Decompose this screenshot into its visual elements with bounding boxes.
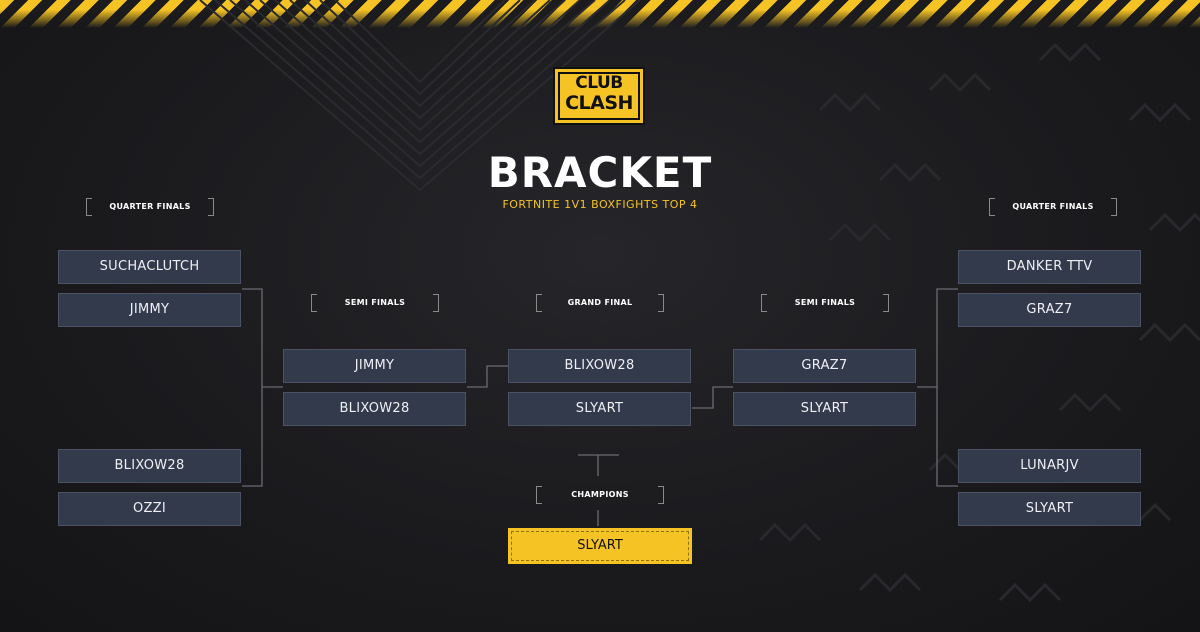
hazard-stripe-banner: [0, 0, 1200, 28]
page-subtitle: FORTNITE 1V1 BOXFIGHTS TOP 4: [502, 198, 698, 211]
label-champions: CHAMPIONS: [536, 486, 664, 504]
grand-final-slot-1[interactable]: BLIXOW28: [508, 349, 691, 383]
left-semi-slot-1[interactable]: JIMMY: [283, 349, 466, 383]
left-quarter-slot-2[interactable]: JIMMY: [58, 293, 241, 327]
club-clash-logo: CLUB CLASH: [553, 67, 645, 125]
right-semi-slot-2[interactable]: SLYART: [733, 392, 916, 426]
page-title: BRACKET: [487, 148, 713, 197]
left-quarter-slot-3[interactable]: BLIXOW28: [58, 449, 241, 483]
grand-final-slot-2[interactable]: SLYART: [508, 392, 691, 426]
label-quarter-finals-left: QUARTER FINALS: [86, 198, 214, 216]
right-quarter-slot-3[interactable]: LUNARJV: [958, 449, 1141, 483]
label-quarter-finals-right: QUARTER FINALS: [989, 198, 1117, 216]
label-grand-final: GRAND FINAL: [536, 294, 664, 312]
champion-slot[interactable]: SLYART: [508, 528, 692, 564]
logo-line-2: CLASH: [565, 92, 633, 114]
right-quarter-slot-4[interactable]: SLYART: [958, 492, 1141, 526]
label-semi-finals-left: SEMI FINALS: [311, 294, 439, 312]
right-quarter-slot-1[interactable]: DANKER TTV: [958, 250, 1141, 284]
right-quarter-slot-2[interactable]: GRAZ7: [958, 293, 1141, 327]
label-semi-finals-right: SEMI FINALS: [761, 294, 889, 312]
left-quarter-slot-1[interactable]: SUCHACLUTCH: [58, 250, 241, 284]
logo-line-1: CLUB: [575, 73, 623, 93]
left-semi-slot-2[interactable]: BLIXOW28: [283, 392, 466, 426]
right-semi-slot-1[interactable]: GRAZ7: [733, 349, 916, 383]
left-quarter-slot-4[interactable]: OZZI: [58, 492, 241, 526]
